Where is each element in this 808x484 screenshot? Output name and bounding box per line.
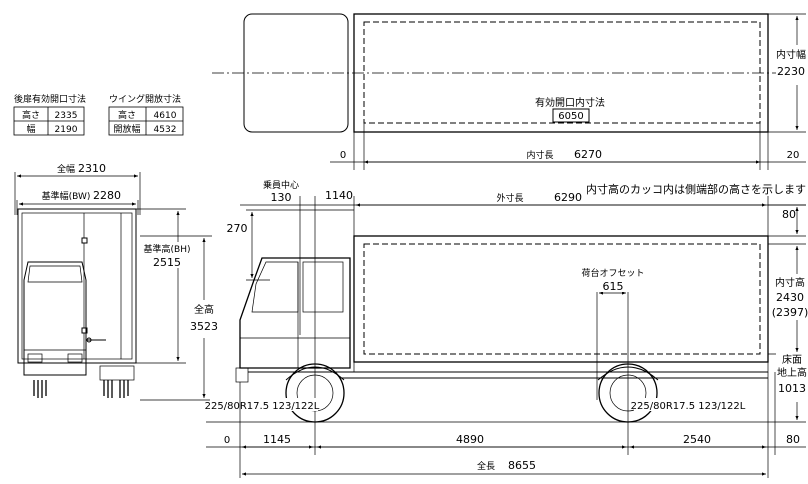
top-length-label: 内寸長 [526,149,553,161]
rear-overhang-value: 2540 [683,433,711,446]
top-view-opening [363,21,761,124]
wing-opening-table: ウイング開放寸法 高さ 4610 開放幅 4532 [108,93,184,136]
front-wheels [33,380,129,398]
front-base-width-value: 2280 [93,189,121,202]
crew-center-label: 乗員中心 [263,179,299,191]
front-overall-width-value: 2310 [78,162,106,175]
inner-height-value: 2430 [776,291,804,304]
top-end-value: 20 [787,150,800,161]
top-view: 内寸幅 2230 有効開口内寸法 6050 0 内寸長 6270 20 [212,13,806,170]
top-opening-value: 6050 [558,111,583,122]
wing-table-row-value: 4532 [154,125,177,135]
side-cab [239,257,351,369]
top-opening-label: 有効開口内寸法 [535,96,605,109]
front-overall-width-label: 全幅 [57,163,75,175]
rear-table-row-value: 2190 [55,125,78,135]
top-gap-value: 80 [782,208,796,221]
wing-table-title: ウイング開放寸法 [109,93,181,105]
rear-opening-table: 後扉有効開口寸法 高さ 2335 幅 2190 [13,93,86,136]
top-opening-value-box [552,108,590,123]
floor-height-value: 1013 [778,382,806,395]
front-base-height-label: 基準高(BH) [144,243,191,255]
front-base-height-value: 2515 [153,256,181,269]
overall-length-label: 全長 [477,460,495,472]
outer-length-label: 外寸長 [496,192,523,204]
front-overhang-value: 1145 [263,433,291,446]
crew-center-value: 130 [271,191,292,204]
rear-table-title: 後扉有効開口寸法 [14,93,86,105]
inner-height-label: 内寸高 [775,276,805,289]
top-start-value: 0 [340,150,346,161]
front-overall-height-label: 全高 [194,303,214,316]
roof-value: 270 [227,222,248,235]
inner-height-side-value: (2397) [772,306,808,319]
wing-table-row-label: 開放幅 [113,123,140,135]
side-note: 内寸高のカッコ内は側端部の高さを示します [586,182,806,196]
side-body-outline [353,235,769,363]
rear-table-row-value: 2335 [55,111,78,121]
wing-table-row-label: 高さ [118,109,136,121]
front-view: 全幅 2310 基準幅(BW) 2280 [14,162,218,401]
front-tire-label: 225/80R17.5 123/122L [205,401,320,412]
side-view: 内寸高のカッコ内は側端部の高さを示します 乗員中心 130 1140 外寸長 6… [205,179,808,478]
top-length-value: 6270 [574,148,602,161]
rear-tire-label: 225/80R17.5 123/122L [631,401,746,412]
front-body [17,208,137,364]
top-width-label: 内寸幅 [776,48,806,61]
rear-table-row-label: 高さ [22,109,40,121]
side-body-inner [363,243,761,355]
bed-offset-label: 荷台オフセット [581,267,644,279]
floor-height-label: 床面 [782,353,802,366]
wing-table-row-value: 4610 [154,111,177,121]
overall-length-value: 8655 [508,459,536,472]
wheelbase-value: 4890 [456,433,484,446]
bed-offset-value: 615 [603,280,624,293]
front-overall-height-value: 3523 [190,320,218,333]
front-base-width-label: 基準幅(BW) [42,190,91,202]
rear-table-row-label: 幅 [26,123,35,135]
front-cab [23,261,87,376]
rear-end-value: 80 [786,433,800,446]
zero-value: 0 [224,435,230,446]
cab-gap-value: 1140 [325,189,353,202]
top-width-value: 2230 [777,65,805,78]
floor-height-label: 地上高 [777,366,807,379]
outer-length-value: 6290 [554,191,582,204]
